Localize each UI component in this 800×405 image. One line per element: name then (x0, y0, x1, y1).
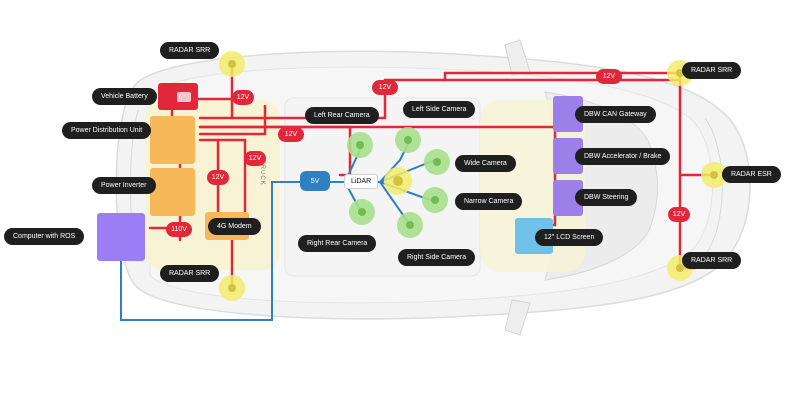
computer-with-ros-label: Computer with ROS (4, 228, 85, 245)
radar-esr-core (710, 171, 718, 179)
voltage-tag-12v-top: 12V (372, 80, 398, 95)
voltage-tag-12v-modem-right: 12V (244, 151, 266, 166)
voltage-tag-110v: 110V (166, 222, 192, 237)
radar-esr-label: RADAR ESR (722, 166, 781, 183)
power-inverter-box (150, 168, 195, 216)
dbw-can-gateway-label: DBW CAN Gateway (575, 106, 656, 123)
dbw-group (553, 96, 583, 216)
voltage-tag-12v-top-right: 12V (596, 69, 622, 84)
right-side-camera-label: Right Side Camera (398, 249, 476, 266)
lidar-core (393, 176, 403, 186)
radar-srr-bottom-right-label: RADAR SRR (682, 252, 742, 269)
radar-srr-bottom-right-core (676, 264, 684, 272)
wire-pdu-stub (198, 105, 267, 136)
power-distribution-unit-box (150, 116, 195, 164)
right-rear-camera-label: Right Rear Camera (298, 235, 377, 252)
dbw-accelerator-brake-label: DBW Accelerator / Brake (575, 148, 671, 165)
narrow-camera-lens (431, 196, 439, 204)
left-rear-camera-label: Left Rear Camera (305, 107, 379, 124)
dbw-steering-label: DBW Steering (575, 189, 638, 206)
computer-with-ros-box (97, 213, 145, 261)
radar-srr-top-left-core (228, 60, 236, 68)
wire-pdu-top-bus (198, 78, 682, 120)
radar-srr-bottom-left-core (228, 284, 236, 292)
left-side-camera-label: Left Side Camera (403, 101, 476, 118)
dbw-can-gateway-box (553, 96, 583, 132)
voltage-tag-12v-modem-left: 12V (207, 170, 229, 185)
voltage-tag-12v-pdu: 12V (278, 127, 304, 142)
modem-4g-label: 4G Modem (208, 218, 261, 235)
radar-srr-top-right-label: RADAR SRR (682, 62, 742, 79)
voltage-tag-5v-lidar: 5V (302, 174, 328, 189)
dbw-steering-box (553, 180, 583, 216)
lidar-label: LiDAR (344, 174, 379, 189)
dbw-accelerator-brake-box (553, 138, 583, 174)
left-rear-camera-lens (356, 141, 364, 149)
voltage-tag-12v-battery: 12V (232, 90, 254, 105)
left-side-camera-lens (404, 136, 412, 144)
lidar-unit (384, 167, 412, 195)
radar-srr-top-left-label: RADAR SRR (160, 42, 220, 59)
power-distribution-unit-label: Power Distribution Unit (62, 122, 152, 139)
radar-srr-bottom-left-label: RADAR SRR (160, 265, 220, 282)
wire-computer-ethernet (120, 181, 301, 321)
right-rear-camera-lens (358, 208, 366, 216)
narrow-camera-label: Narrow Camera (455, 193, 523, 210)
wire-pdu-modem-right (198, 138, 247, 222)
voltage-tag-12v-right-side: 12V (668, 207, 690, 222)
vehicle-battery-label: Vehicle Battery (92, 88, 157, 105)
camera-group (347, 127, 450, 238)
power-inverter-label: Power Inverter (92, 177, 156, 194)
battery-icon (177, 92, 191, 102)
wide-camera-lens (433, 158, 441, 166)
right-side-camera-lens (406, 221, 414, 229)
lcd-screen-label: 12" LCD Screen (535, 229, 604, 246)
wide-camera-label: Wide Camera (455, 155, 516, 172)
